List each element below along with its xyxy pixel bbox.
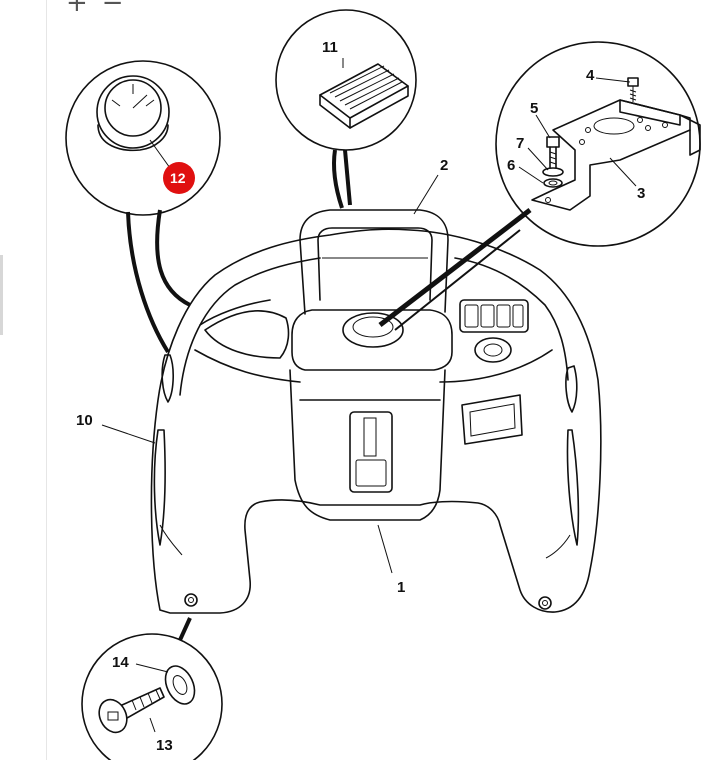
callout-5[interactable]: 5 [530,100,538,117]
callout-3[interactable]: 3 [637,185,645,202]
callout-2[interactable]: 2 [440,157,448,174]
callout-13[interactable]: 13 [156,737,173,754]
zoom-out-button[interactable]: − [101,0,124,18]
callout-4[interactable]: 4 [586,67,595,84]
detail-circle-filter [275,9,417,209]
side-panel-handle[interactable] [0,255,3,335]
callout-11[interactable]: 11 [322,39,338,56]
left-gutter [0,0,47,760]
detail-circle-gauge [65,60,221,354]
detail-circle-bracket [378,41,701,331]
callout-1[interactable]: 1 [397,579,405,596]
callout-7[interactable]: 7 [516,135,524,152]
callout-10[interactable]: 10 [76,412,93,429]
callout-14[interactable]: 14 [112,654,129,671]
zoom-in-button[interactable]: + [66,0,88,18]
zoom-controls: + − [66,0,124,16]
callout-6[interactable]: 6 [507,157,515,174]
detail-circle-screw [81,617,223,760]
callout-12-highlight[interactable] [163,162,195,194]
callout-12[interactable]: 12 [170,170,186,186]
fender-body [150,209,602,614]
